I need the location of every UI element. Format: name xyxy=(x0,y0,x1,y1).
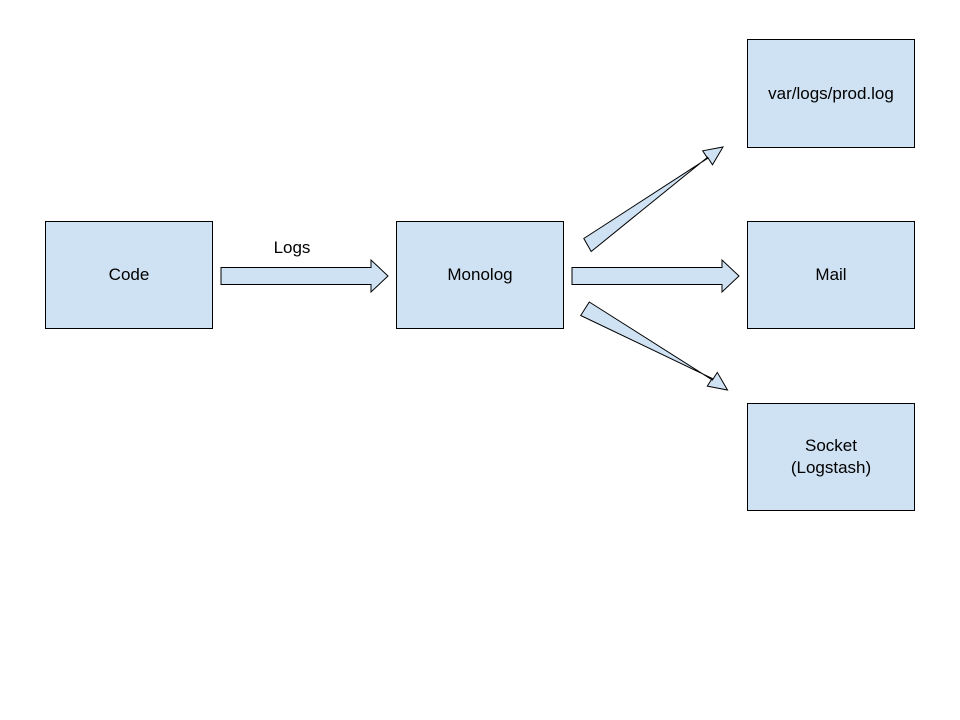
node-monolog-label: Monolog xyxy=(447,265,513,284)
node-prod-log: var/logs/prod.log xyxy=(747,39,915,148)
node-prod-log-label: var/logs/prod.log xyxy=(768,83,894,103)
node-mail-label: Mail xyxy=(815,265,847,284)
node-code: Code xyxy=(45,221,213,329)
node-mail: Mail xyxy=(747,221,915,329)
node-socket: Socket (Logstash) xyxy=(747,403,915,511)
arrow-monolog-to-socket xyxy=(579,301,729,391)
node-code-label: Code xyxy=(108,265,150,284)
node-socket-label-line1: Socket xyxy=(805,436,857,455)
arrow-monolog-to-prodlog xyxy=(583,146,724,253)
arrow-monolog-to-mail xyxy=(571,258,740,294)
node-monolog: Monolog xyxy=(396,221,564,329)
node-socket-label-line2: (Logstash) xyxy=(790,458,872,477)
arrow-code-to-monolog xyxy=(220,258,389,294)
edge-label-logs: Logs xyxy=(273,238,311,257)
